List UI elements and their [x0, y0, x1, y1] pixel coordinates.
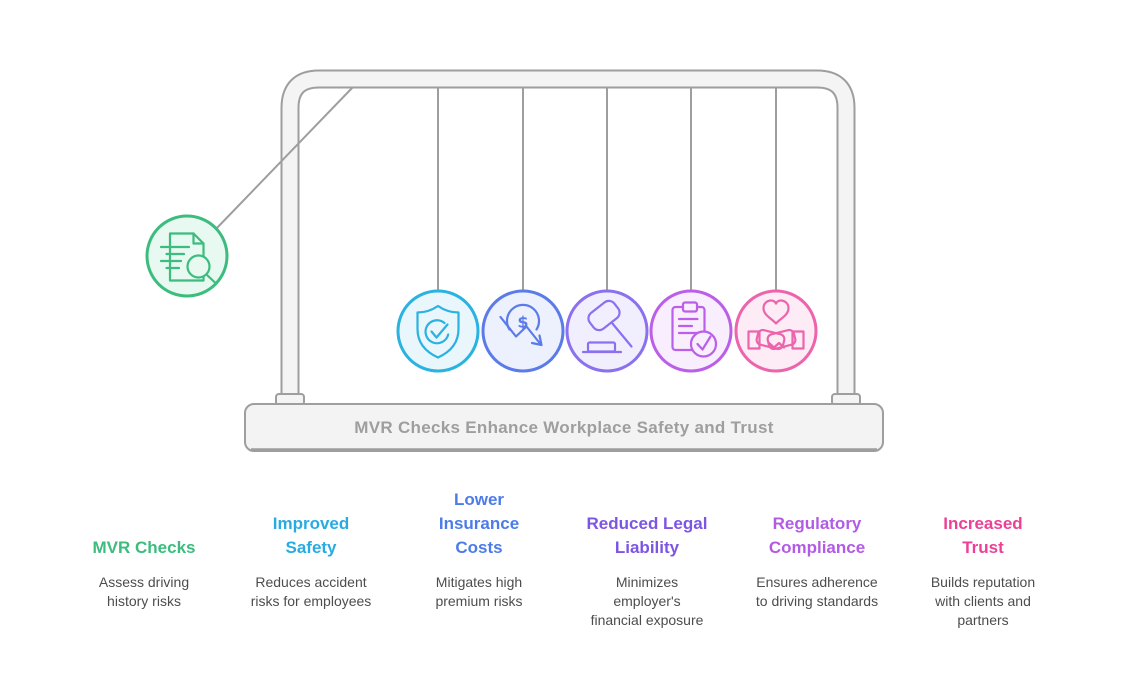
- column-title: Increased Trust: [943, 514, 1023, 557]
- lower-insurance-ball: $: [481, 289, 565, 373]
- column-title: Reduced Legal Liability: [586, 514, 708, 557]
- ball-circle: [396, 289, 480, 373]
- cradle-base: [244, 403, 884, 452]
- regulatory-compliance-ball: [649, 289, 733, 373]
- ball-circle: [734, 289, 818, 373]
- column-mvr-checks: MVR Checks Assess driving history risks: [59, 488, 229, 611]
- shield-check-icon: [416, 304, 460, 359]
- newtons-cradle-illustration: $: [145, 69, 884, 452]
- base-caption: MVR Checks Enhance Workplace Safety and …: [354, 417, 774, 437]
- column-description: Mitigates high premium risks: [435, 574, 523, 609]
- column-description: Minimizes employer's financial exposure: [590, 574, 704, 628]
- column-title: Regulatory Compliance: [768, 514, 866, 557]
- legal-liability-ball: [565, 289, 649, 373]
- column-title: MVR Checks: [92, 538, 196, 557]
- column-regulatory-compliance: Regulatory Compliance Ensures adherence …: [732, 488, 902, 611]
- gavel-icon: [581, 299, 633, 354]
- frame-fill: [282, 71, 854, 404]
- strings: [214, 86, 777, 294]
- column-description: Assess driving history risks: [98, 574, 190, 609]
- column-description: Builds reputation with clients and partn…: [930, 574, 1036, 628]
- ball-circle: [565, 289, 649, 373]
- column-increased-trust: Increased Trust Builds reputation with c…: [898, 488, 1068, 630]
- improved-safety-ball: [396, 289, 480, 373]
- clipboard-check-icon: [671, 301, 718, 358]
- column-description: Reduces accident risks for employees: [250, 574, 372, 609]
- column-description: Ensures adherence to driving standards: [755, 574, 879, 609]
- raised-ball-string: [214, 86, 354, 231]
- column-lower-insurance-costs: Lower Insurance Costs Mitigates high pre…: [394, 488, 564, 611]
- dollar-decrease-icon: $: [499, 303, 543, 347]
- mvr-checks-ball: [145, 214, 229, 298]
- column-title: Lower Insurance Costs: [438, 490, 520, 557]
- document-search-icon: [159, 232, 218, 285]
- column-title: Improved Safety: [272, 514, 350, 557]
- column-reduced-legal-liability: Reduced Legal Liability Minimizes employ…: [562, 488, 732, 630]
- increased-trust-ball: [734, 289, 818, 373]
- handshake-heart-icon: [747, 299, 805, 351]
- dollar-glyph: $: [517, 313, 528, 332]
- column-improved-safety: Improved Safety Reduces accident risks f…: [226, 488, 396, 611]
- cradle-frame: [280, 69, 856, 404]
